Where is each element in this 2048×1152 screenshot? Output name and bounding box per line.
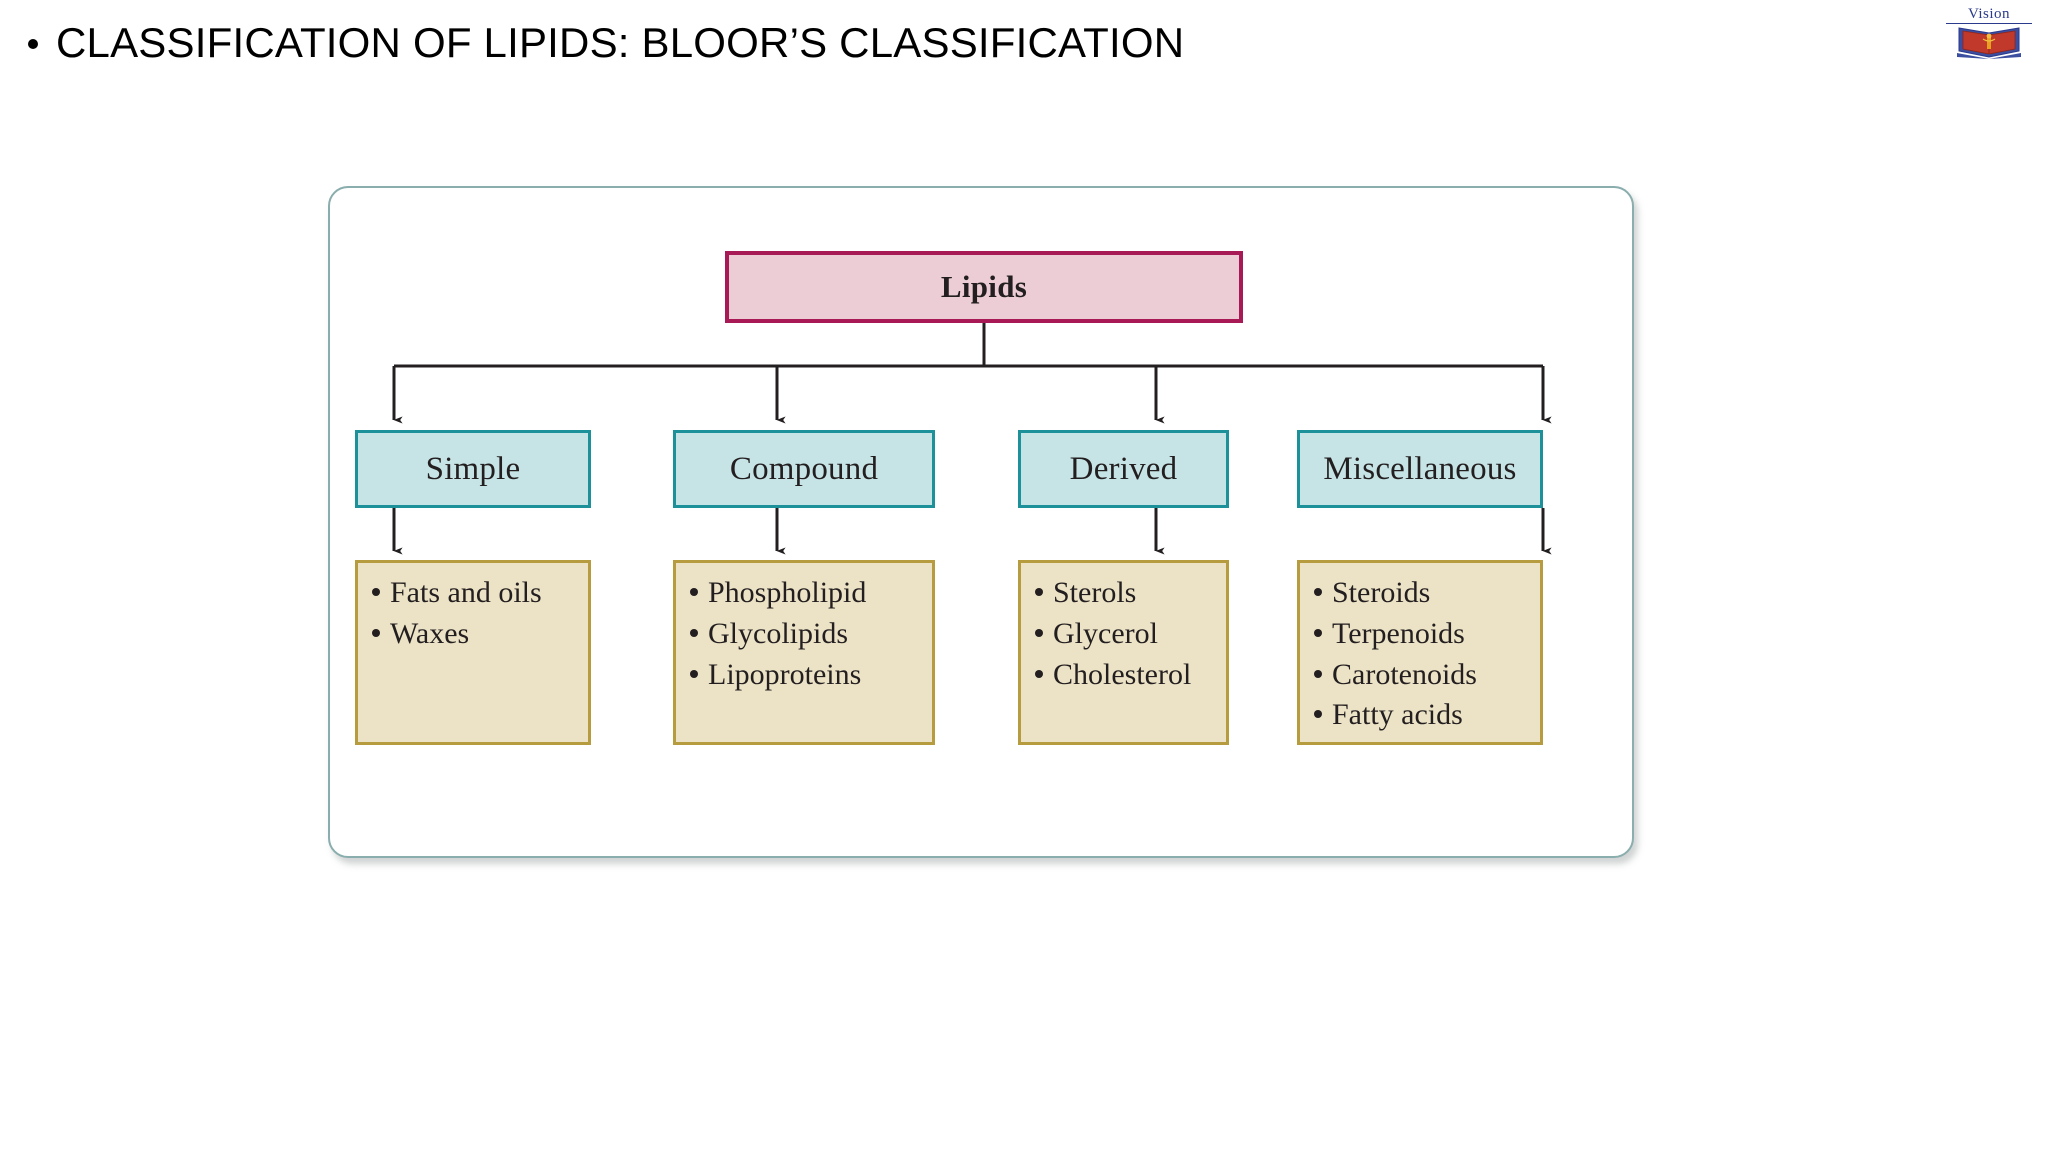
vision-logo-emblem-icon [1957, 27, 2021, 59]
list-item: Waxes [372, 616, 588, 650]
list-item-label: Lipoproteins [708, 657, 862, 691]
items-compound: Phospholipid Glycolipids Lipoproteins [673, 560, 935, 745]
list-item: Steroids [1314, 577, 1540, 609]
title-bullet-icon [28, 39, 38, 49]
lipid-classification-figure: Lipids Simple Fats and oils Waxes Compou… [328, 186, 1634, 858]
list-item: Cholesterol [1035, 657, 1226, 691]
bullet-icon [690, 669, 698, 678]
list-item-label: Waxes [390, 616, 470, 650]
bullet-icon [1314, 628, 1322, 637]
node-lipids-label: Lipids [940, 269, 1028, 304]
bullet-icon [690, 628, 698, 637]
column-derived: Derived [1018, 430, 1229, 508]
page-title-row: CLASSIFICATION OF LIPIDS: BLOOR’S CLASSI… [28, 19, 1185, 66]
list-item: Phospholipid [690, 577, 932, 609]
node-lipids: Lipids [725, 251, 1243, 323]
list-item-label: Sterols [1053, 576, 1137, 609]
list-item: Carotenoids [1314, 657, 1540, 691]
items-derived: Sterols Glycerol Cholesterol [1018, 560, 1229, 745]
list-item-label: Carotenoids [1332, 657, 1477, 691]
bullet-icon [690, 588, 698, 596]
bullet-icon [1314, 588, 1322, 596]
list-item: Terpenoids [1314, 616, 1540, 650]
list-item-label: Steroids [1332, 576, 1431, 609]
items-miscellaneous: Steroids Terpenoids Carotenoids Fatty ac… [1297, 560, 1543, 745]
page-title: CLASSIFICATION OF LIPIDS: BLOOR’S CLASSI… [56, 19, 1185, 66]
bullet-icon [1314, 710, 1322, 719]
bullet-icon [1035, 628, 1043, 637]
list-item-label: Fatty acids [1332, 698, 1463, 732]
node-category-compound: Compound [673, 430, 935, 508]
list-item: Sterols [1035, 577, 1226, 609]
node-category-miscellaneous-label: Miscellaneous [1323, 450, 1517, 487]
bullet-icon [372, 628, 380, 637]
bullet-icon [1314, 669, 1322, 678]
list-item-label: Terpenoids [1332, 616, 1465, 650]
vision-logo: Vision [1946, 6, 2032, 62]
list-item: Fats and oils [372, 577, 588, 609]
list-item-label: Fats and oils [390, 576, 542, 609]
list-item: Glycolipids [690, 616, 932, 650]
list-item: Lipoproteins [690, 657, 932, 691]
column-simple: Simple [355, 430, 591, 508]
vision-logo-wordmark: Vision [1946, 6, 2032, 24]
list-item-label: Phospholipid [708, 576, 867, 609]
node-category-simple: Simple [355, 430, 591, 508]
list-item: Fatty acids [1314, 699, 1540, 731]
column-compound: Compound [673, 430, 935, 508]
bullet-icon [372, 588, 380, 596]
column-miscellaneous: Miscellaneous [1297, 430, 1543, 508]
items-simple: Fats and oils Waxes [355, 560, 591, 745]
list-item-label: Cholesterol [1053, 657, 1192, 691]
list-item-label: Glycolipids [708, 616, 848, 650]
list-item-label: Glycerol [1053, 616, 1158, 650]
node-category-derived: Derived [1018, 430, 1229, 508]
bullet-icon [1035, 669, 1043, 678]
bullet-icon [1035, 588, 1043, 596]
node-category-simple-label: Simple [425, 450, 521, 487]
node-category-compound-label: Compound [729, 450, 879, 487]
node-category-derived-label: Derived [1069, 450, 1178, 487]
list-item: Glycerol [1035, 616, 1226, 650]
node-category-miscellaneous: Miscellaneous [1297, 430, 1543, 508]
